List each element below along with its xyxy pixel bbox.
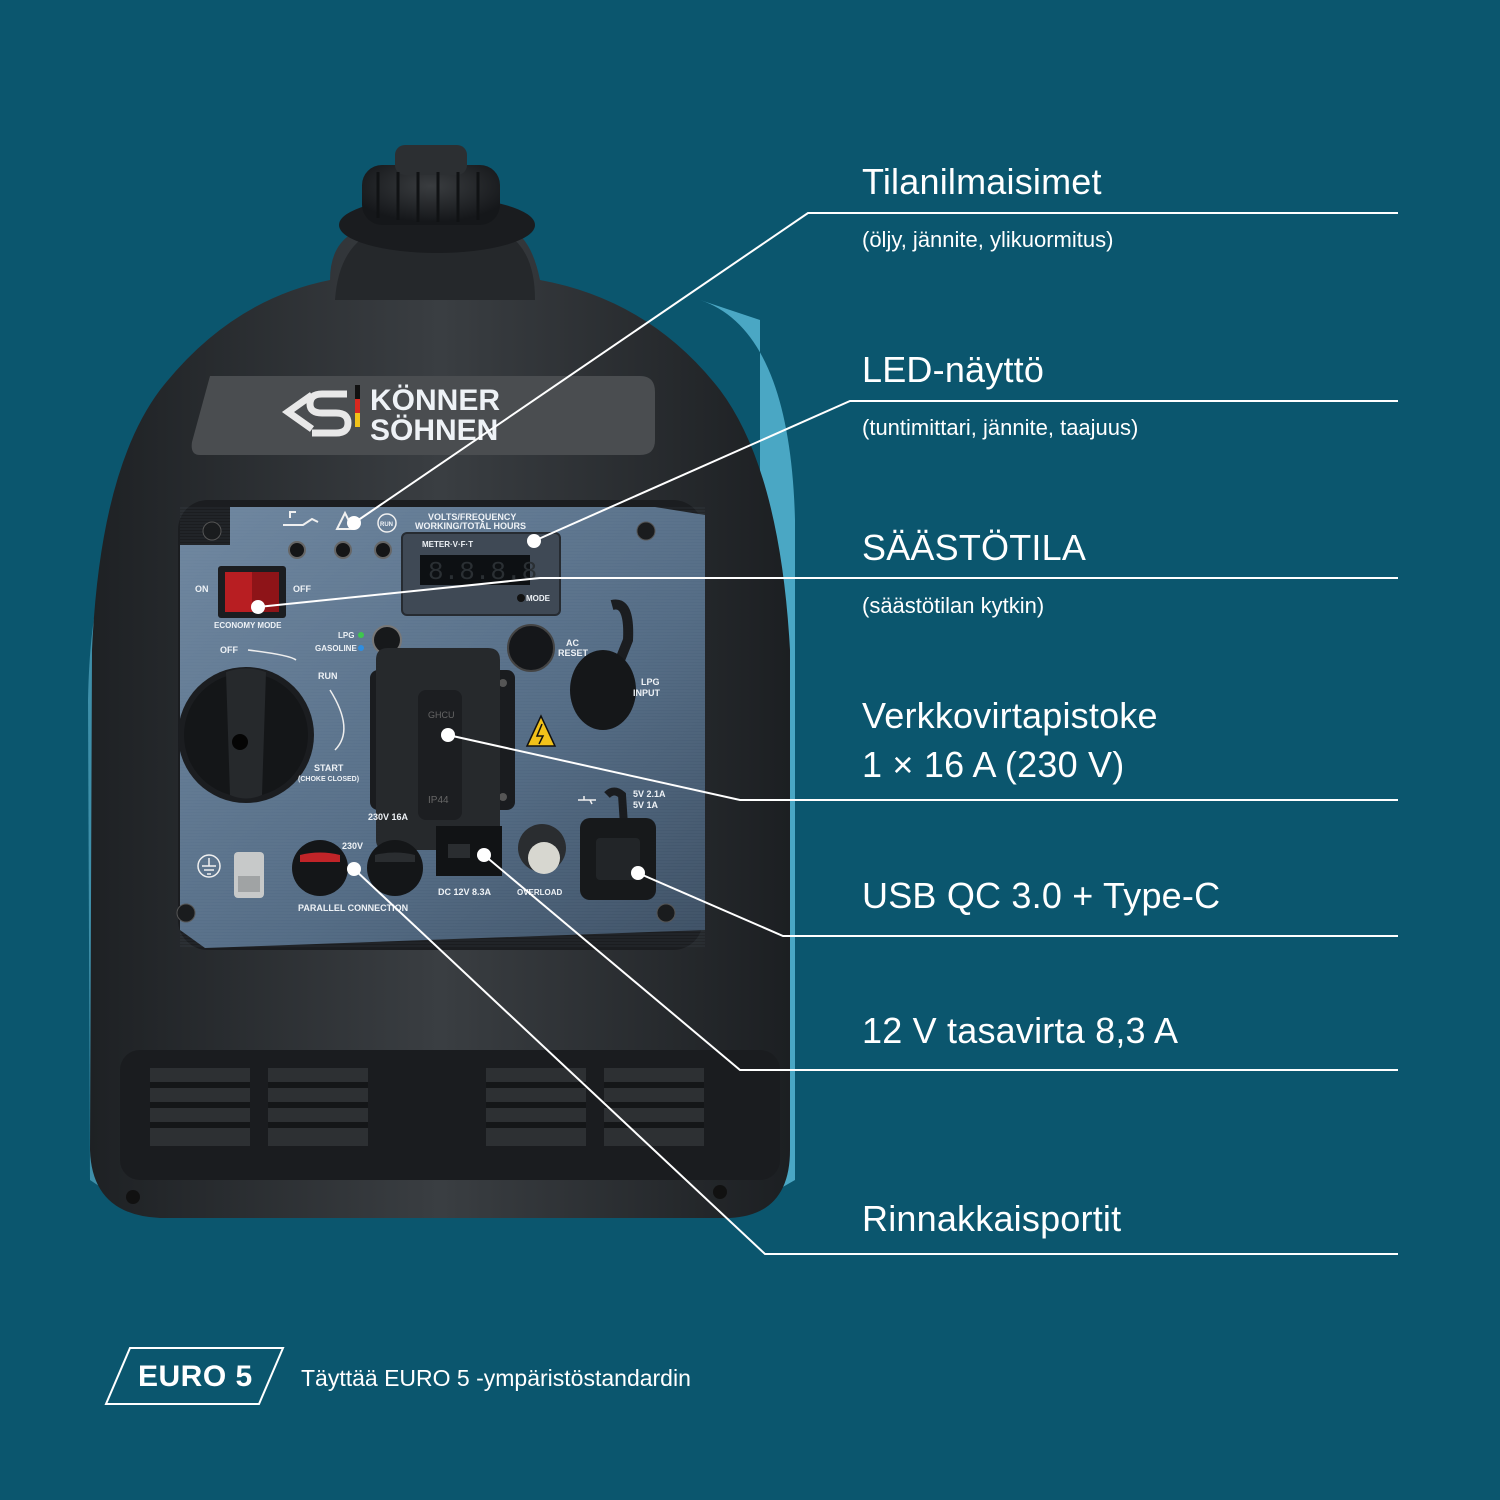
feature-status-subtitle: (öljy, jännite, ylikuormitus) [862,227,1114,252]
feature-led-subtitle: (tuntimittari, jännite, taajuus) [862,415,1139,440]
overload-fuse[interactable] [518,824,566,874]
overload-label: OVERLOAD [517,888,563,897]
feature-socket-title-1: Verkkovirtapistoke [862,695,1158,736]
ac-reset-label-2: RESET [558,648,589,658]
brand-name-line2: SÖHNEN [370,414,498,447]
mode-label: MODE [526,594,551,603]
dial-run-label: RUN [318,671,338,681]
brand-logo-mark [281,385,360,437]
dial-off-label: OFF [220,645,238,655]
parallel-port-left[interactable] [292,840,348,896]
euro-badge-label: EURO 5 [138,1360,253,1393]
callout-line-socket [447,734,1398,801]
usb-rating-1: 5V 2.1A [633,789,666,799]
start-label: START [314,763,344,773]
svg-text:RUN: RUN [380,522,393,528]
run-icon: RUN [377,513,397,533]
volts-frequency-label: VOLTS/FREQUENCY [428,512,516,522]
ground-icon [197,854,221,878]
oil-icon [283,511,319,526]
engine-switch-dial[interactable] [178,667,314,803]
euro-badge-outline [104,1347,285,1405]
ac-reset-label-1: AC [566,638,579,648]
usb-rating-2: 5V 1A [633,800,659,810]
feature-dc-title: 12 V tasavirta 8,3 A [862,1010,1179,1051]
lightning-icon [525,714,557,747]
socket-brand: GHCU [428,710,455,720]
feature-status-title: Tilanilmaisimet [862,161,1102,202]
parallel-connection-label: PARALLEL CONNECTION [298,903,408,913]
callout-line-eco [257,577,1398,608]
parallel-voltage-label: 230V [342,841,363,851]
vent-grille [120,1050,780,1180]
ac-reset-button[interactable] [507,624,555,672]
eco-on-label: ON [195,584,209,594]
lpg-input-label-1: LPG [641,677,660,687]
feature-eco-title: SÄÄSTÖTILA [862,527,1087,568]
callout-line-usb [637,872,1398,937]
status-indicator-lights [288,541,392,559]
feature-usb-title: USB QC 3.0 + Type-C [862,875,1221,916]
choke-closed-label: (CHOKE CLOSED) [298,776,359,783]
callout-line-led [533,400,1398,542]
feature-led-title: LED-näyttö [862,349,1045,390]
brand-name-line1: KÖNNER [370,384,500,417]
euro-description: Täyttää EURO 5 -ympäristöstandardin [301,1365,691,1391]
ac-socket-cover[interactable] [376,648,500,850]
eco-off-label: OFF [293,584,311,594]
callout-dots [251,516,645,880]
usb-icon [578,796,596,805]
lpg-label: LPG [338,631,354,640]
lpg-input-cap[interactable] [570,599,636,730]
feature-socket-title-2: 1 × 16 A (230 V) [862,744,1125,785]
socket-ip-label: IP44 [428,795,449,806]
callout-line-dc [483,854,1398,1071]
parallel-port-right[interactable] [367,840,423,896]
lpg-input-label-2: INPUT [633,688,661,698]
ground-terminal[interactable] [234,852,264,898]
meter-label: METER·V·F·T [422,540,473,549]
mode-button[interactable] [517,594,525,602]
fuel-cap [339,145,535,253]
feature-parallel-title: Rinnakkaisportit [862,1198,1122,1239]
working-hours-label: WORKING/TOTAL HOURS [415,521,526,531]
panel-screws [176,521,676,923]
callout-line-parallel [353,868,1398,1255]
callout-lines [257,212,1398,1255]
gasoline-label: GASOLINE [315,644,357,653]
dc-outlet-label: DC 12V 8.3A [438,887,492,897]
led-display-digits: 8.8.8.8 [428,557,537,587]
callout-line-status [353,212,1398,524]
feature-eco-subtitle: (säästötilan kytkin) [862,593,1045,618]
economy-mode-label: ECONOMY MODE [214,621,282,630]
socket-rating-label: 230V 16A [368,812,409,822]
